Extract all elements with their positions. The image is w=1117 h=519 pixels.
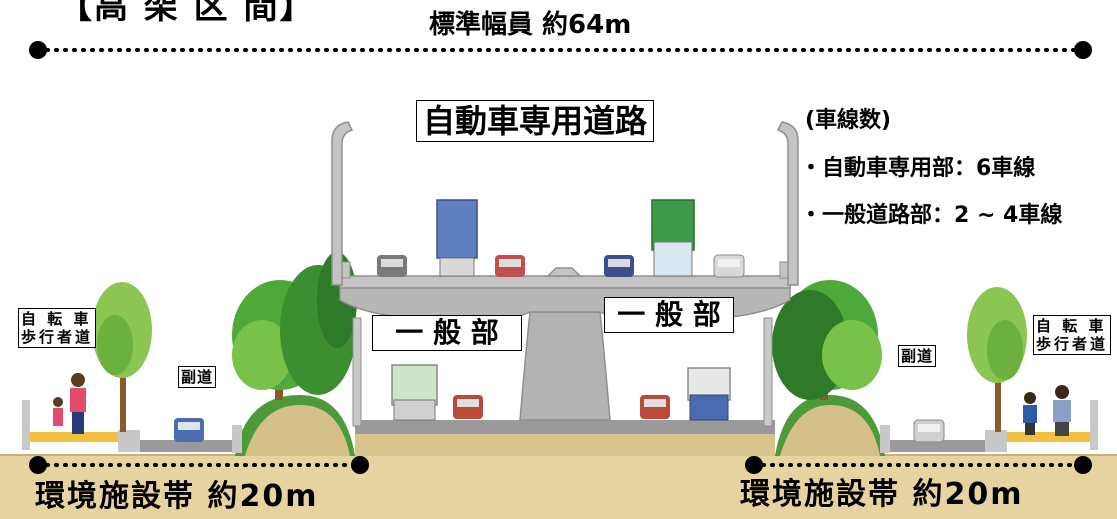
ground [0,420,1117,519]
right-sound-barrier [776,121,799,286]
environment-zone-left-line [29,456,369,474]
bike-path-text: 自 転 車 [1036,317,1107,335]
dimension-endpoint-right [1074,41,1092,59]
general-section-left-label: 一 般 部 [372,315,522,351]
car-icon [453,395,483,419]
environment-zone-right-line [745,456,1092,474]
bike-pedestrian-path-left-label: 自 転 車 歩行者道 [18,308,97,348]
standard-width-dimension-line [29,41,1092,59]
standard-width-label: 標準幅員 約64m [425,12,636,38]
dimension-endpoint-left [29,41,47,59]
truck-icon [687,367,731,421]
left-sound-barrier [331,121,354,286]
left-trees [92,252,357,432]
lane-count-general: ・一般道路部：2 ~ 4車線 [800,203,1063,228]
car-icon [495,255,525,277]
section-title: 【高 架 区 間】 [58,0,316,27]
general-section-right-label: 一 般 部 [604,297,734,333]
pedestrian-path-text: 歩行者道 [1036,335,1109,353]
expressway-label: 自動車専用道路 [416,100,655,142]
expressway-vehicles [377,199,745,278]
environment-zone-right-label: 環境施設帯 約20m [740,477,1024,512]
car-icon [640,395,670,419]
pedestrian-icons-right [1023,385,1071,436]
car-icon [913,419,945,443]
left-mound [235,395,355,456]
lane-count-expressway: ・自動車専用部：6車線 [800,156,1036,181]
right-trees [772,280,1027,432]
frontage-road-right-label: 副道 [898,345,937,367]
bike-pedestrian-path-right-label: 自 転 車 歩行者道 [1033,315,1112,355]
car-icon [377,255,407,277]
pedestrian-path-text: 歩行者道 [21,328,94,346]
lane-count-heading: (車線数) [805,108,892,133]
truck-icon [651,199,695,277]
left-inner-wall [352,317,362,427]
car-icon [604,255,634,277]
right-sidewalk [1005,432,1090,442]
left-frontage-road [22,400,242,453]
car-icon [713,254,745,278]
frontage-road-left-label: 副道 [178,366,217,388]
right-mound [775,395,885,456]
right-inner-wall [763,317,773,427]
general-road-vehicles [391,364,731,421]
environment-zone-left-label: 環境施設帯 約20m [35,479,319,514]
truck-icon [391,364,438,421]
car-icon [174,418,204,442]
pedestrian-icons-left [53,373,86,434]
bike-path-text: 自 転 車 [21,310,92,328]
truck-icon [436,199,478,277]
right-frontage-road [880,400,1098,453]
general-road-surface [355,420,775,434]
left-sidewalk [30,432,138,442]
